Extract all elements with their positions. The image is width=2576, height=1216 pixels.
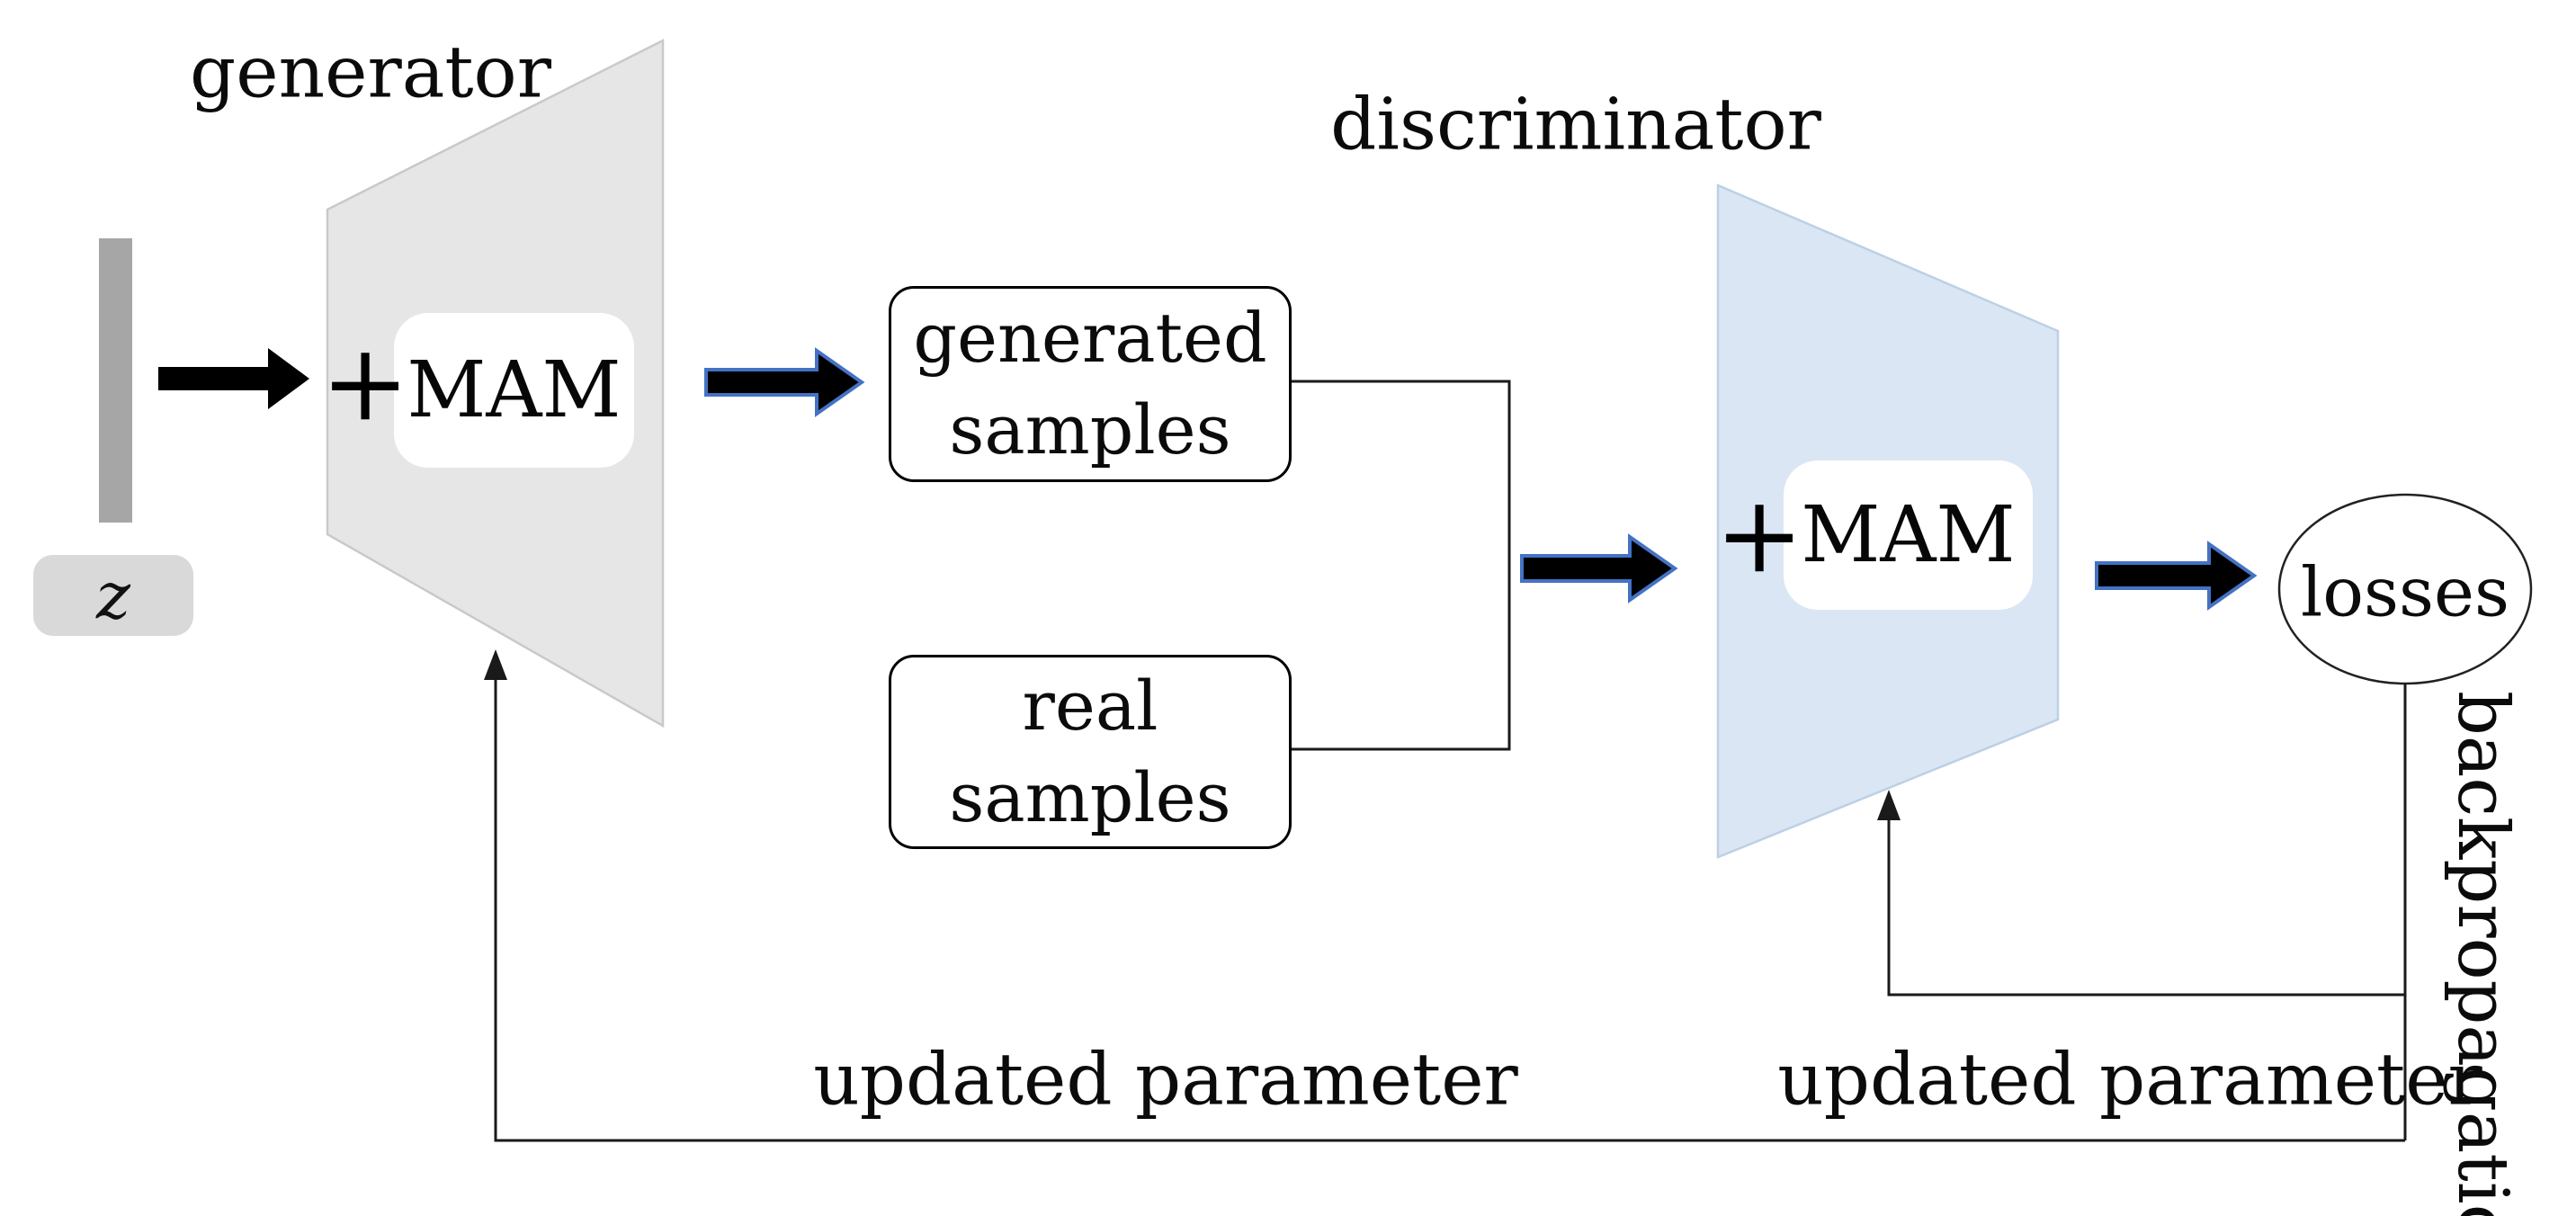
real-samples-label-line2: samples	[949, 757, 1231, 837]
losses-label: losses	[2300, 551, 2510, 632]
discriminator-label: discriminator	[1330, 82, 1821, 166]
arrow-samples-to-discriminator	[1520, 533, 1678, 604]
generated-samples-box: generated samples	[889, 286, 1292, 482]
generator-plus: +	[320, 320, 410, 445]
generator-feedback-arrowhead	[484, 649, 507, 680]
samples-merge-bracket	[1286, 380, 1511, 751]
discriminator-feedback-arrowhead	[1877, 790, 1901, 820]
z-label: z	[96, 558, 130, 633]
updated-parameter-discriminator-label: updated parameter	[1777, 1037, 2482, 1122]
generated-samples-label-line2: samples	[949, 389, 1231, 469]
discriminator-plus: +	[1714, 472, 1804, 597]
real-samples-box: real samples	[889, 655, 1292, 849]
generated-samples-label-line1: generated	[913, 298, 1267, 378]
real-samples-label-line1: real	[1022, 666, 1158, 746]
arrow-generator-to-generated-samples	[704, 347, 865, 417]
backpropagation-label: backpropagation	[2442, 691, 2523, 1216]
updated-parameter-generator-label: updated parameter	[813, 1037, 1518, 1122]
arrow-z-to-generator	[158, 348, 309, 409]
generator-label: generator	[190, 30, 551, 114]
discriminator-mam-label: MAM	[1801, 490, 2016, 580]
generator-mam-label: MAM	[407, 345, 622, 435]
generator-mam-box: MAM	[394, 313, 634, 468]
arrow-discriminator-to-losses	[2095, 541, 2258, 611]
generator-feedback-line	[494, 676, 2405, 1142]
z-vector-bar	[99, 238, 132, 523]
z-box: z	[33, 555, 193, 636]
discriminator-mam-box: MAM	[1784, 460, 2033, 610]
discriminator-feedback-line	[1887, 817, 2405, 997]
